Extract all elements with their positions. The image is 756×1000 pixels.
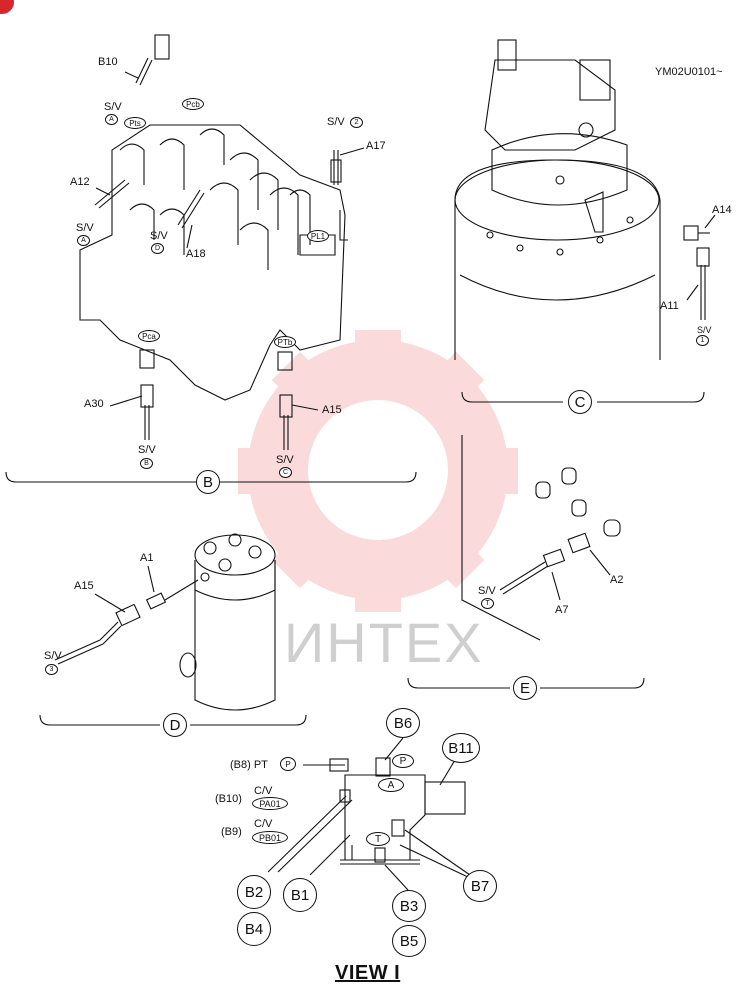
part-label-a1: A1 bbox=[140, 552, 154, 564]
port-b-tag: B bbox=[140, 458, 153, 469]
watermark-text: ИНТЕХ bbox=[284, 611, 484, 674]
row-b8-label: (B8) PT bbox=[230, 759, 268, 771]
port-a-tag: A bbox=[105, 114, 118, 125]
watermark-gear-icon bbox=[238, 330, 518, 612]
port-ptb: PTb bbox=[274, 336, 296, 348]
sv-label: S/V bbox=[327, 116, 345, 128]
callout-b1: B1 bbox=[283, 878, 317, 912]
port-p-small: P bbox=[280, 757, 296, 771]
part-label-a30: A30 bbox=[84, 398, 104, 410]
part-label-a14: A14 bbox=[712, 204, 732, 216]
sv-label: S/V bbox=[138, 444, 156, 456]
section-label-b: B bbox=[196, 470, 220, 494]
sv-label: S/V bbox=[478, 585, 496, 597]
port-pb01: PB01 bbox=[252, 831, 288, 844]
section-d-bracket bbox=[39, 714, 307, 726]
part-label-a11: A11 bbox=[660, 300, 679, 312]
port-pa01: PA01 bbox=[252, 797, 288, 810]
port-3-tag: 3 bbox=[45, 664, 58, 675]
port-pts: Pts bbox=[124, 117, 146, 129]
port-a-tag: A bbox=[378, 778, 404, 792]
port-pcb: Pcb bbox=[182, 98, 204, 110]
row-b9-label: (B9) bbox=[221, 826, 242, 838]
part-label-a7: A7 bbox=[555, 604, 569, 616]
swing-motor-drawing bbox=[454, 39, 716, 360]
port-d-tag: D bbox=[151, 243, 164, 254]
row-b10-label: (B10) bbox=[215, 793, 242, 805]
port-pca: Pca bbox=[138, 330, 160, 342]
port-1-tag: 1 bbox=[696, 335, 709, 346]
port-t-tag: T bbox=[481, 598, 494, 609]
callout-b3: B3 bbox=[392, 890, 426, 922]
sv-label: S/V bbox=[150, 230, 168, 242]
port-pl1: PL1 bbox=[307, 230, 329, 242]
section-b-bracket bbox=[5, 471, 417, 483]
part-label-a15-b: A15 bbox=[322, 404, 342, 416]
sv-label: S/V bbox=[104, 101, 122, 113]
sv-label: S/V bbox=[76, 222, 94, 234]
cv-label: C/V bbox=[254, 818, 273, 830]
sv-label: S/V bbox=[44, 650, 62, 662]
port-2-tag: 2 bbox=[350, 117, 363, 128]
callout-b11: B11 bbox=[442, 733, 480, 763]
callout-b7: B7 bbox=[463, 870, 497, 902]
callout-b4: B4 bbox=[237, 912, 271, 946]
sv-label: S/V bbox=[276, 454, 294, 466]
swivel-joint-drawing bbox=[54, 533, 276, 711]
section-e-bracket bbox=[407, 677, 645, 689]
model-code: YM02U0101~ bbox=[655, 66, 723, 78]
port-t-tag: T bbox=[366, 832, 390, 846]
detail-e-drawing bbox=[461, 435, 621, 641]
cv-label: C/V bbox=[254, 785, 273, 797]
sv-label: S/V bbox=[697, 325, 712, 335]
section-label-c: C bbox=[568, 390, 592, 414]
section-label-d: D bbox=[163, 713, 187, 737]
valve-block-drawing bbox=[79, 34, 365, 450]
part-label-a18: A18 bbox=[186, 248, 206, 260]
port-p-tag: P bbox=[392, 754, 414, 768]
callout-b2: B2 bbox=[237, 875, 271, 909]
part-label-b10: B10 bbox=[98, 56, 118, 68]
view-title: VIEW I bbox=[335, 962, 401, 984]
view-i-drawing bbox=[267, 737, 471, 891]
callout-b5: B5 bbox=[392, 925, 426, 957]
part-label-a12: A12 bbox=[70, 176, 90, 188]
section-label-e: E bbox=[513, 676, 537, 700]
part-label-a15-d: A15 bbox=[74, 580, 94, 592]
section-c-bracket bbox=[461, 391, 705, 403]
part-label-a2: A2 bbox=[610, 574, 624, 586]
port-c-tag: C bbox=[279, 467, 292, 478]
part-label-a17: A17 bbox=[366, 140, 386, 152]
callout-b6: B6 bbox=[386, 708, 420, 738]
port-a-tag: A bbox=[77, 235, 90, 246]
